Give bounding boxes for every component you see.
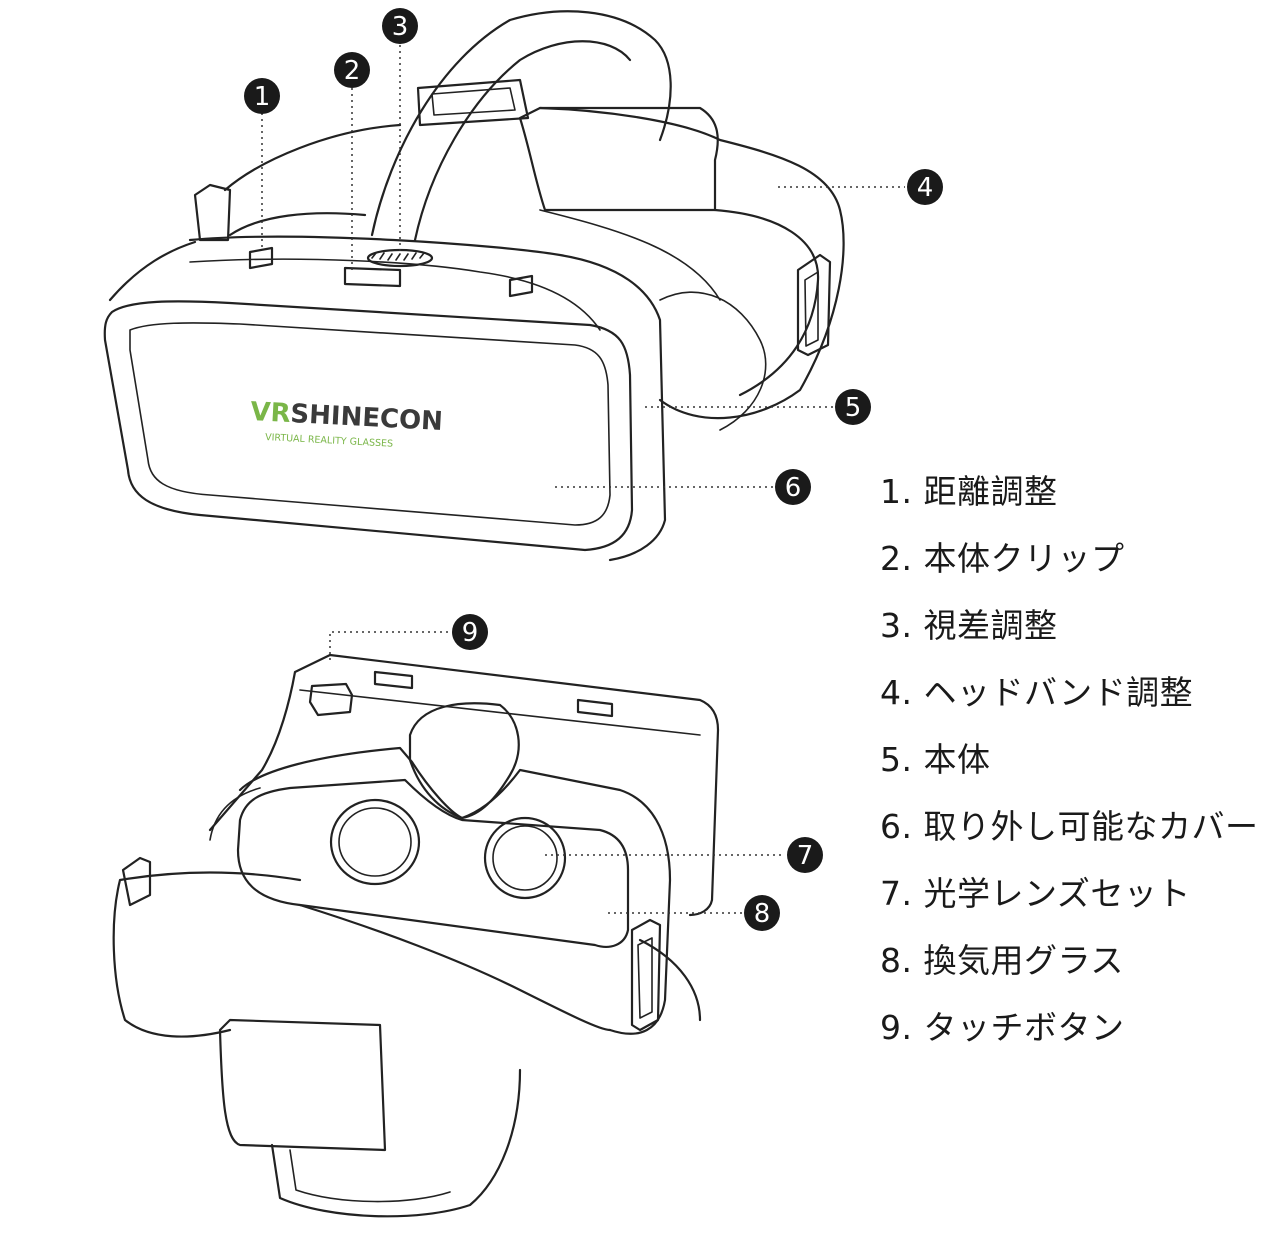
callout-number: 5: [845, 393, 862, 423]
legend-item-ventilation-glass: 8. 換気用グラス: [880, 941, 1124, 980]
callout-badge-4: 4: [907, 169, 943, 205]
legend-item-removable-cover: 6. 取り外し可能なカバー: [880, 807, 1259, 846]
leader-lines: [261, 45, 905, 914]
legend-item-headband-adjustment: 4. ヘッドバンド調整: [880, 673, 1194, 712]
callout-badge-2: 2: [334, 52, 370, 88]
callout-badge-3: 3: [382, 8, 418, 44]
callout-badge-5: 5: [835, 389, 871, 425]
parts-legend: 1. 距離調整 2. 本体クリップ 3. 視差調整 4. ヘッドバンド調整 5.…: [880, 470, 1280, 1073]
headset-rear-view: [112, 653, 720, 1218]
brand-tagline: VIRTUAL REALITY GLASSES: [265, 432, 393, 450]
callout-number: 3: [392, 12, 409, 42]
callout-badge-1: 1: [244, 78, 280, 114]
callout-number: 9: [462, 618, 479, 648]
callout-badge-7: 7: [787, 837, 823, 873]
brand-name: SHINECON: [290, 399, 444, 437]
legend-item-body-clip: 2. 本体クリップ: [880, 539, 1125, 578]
brand-prefix: VR: [250, 397, 292, 429]
callout-badge-8: 8: [744, 895, 780, 931]
legend-item-body: 5. 本体: [880, 740, 991, 779]
callout-number: 4: [917, 173, 934, 203]
callout-number: 6: [785, 473, 802, 503]
callout-number: 8: [754, 899, 771, 929]
legend-item-distance-adjustment: 1. 距離調整: [880, 472, 1058, 511]
headset-front-view: VR SHINECON VIRTUAL REALITY GLASSES: [103, 10, 845, 562]
legend-item-parallax-adjustment: 3. 視差調整: [880, 606, 1058, 645]
legend-item-touch-button: 9. タッチボタン: [880, 1008, 1125, 1047]
legend-item-optical-lens-set: 7. 光学レンズセット: [880, 874, 1191, 913]
callout-badge-9: 9: [452, 614, 488, 650]
callout-number: 2: [344, 56, 361, 86]
callout-number: 7: [797, 841, 814, 871]
callout-badge-6: 6: [775, 469, 811, 505]
callout-number: 1: [254, 82, 271, 112]
